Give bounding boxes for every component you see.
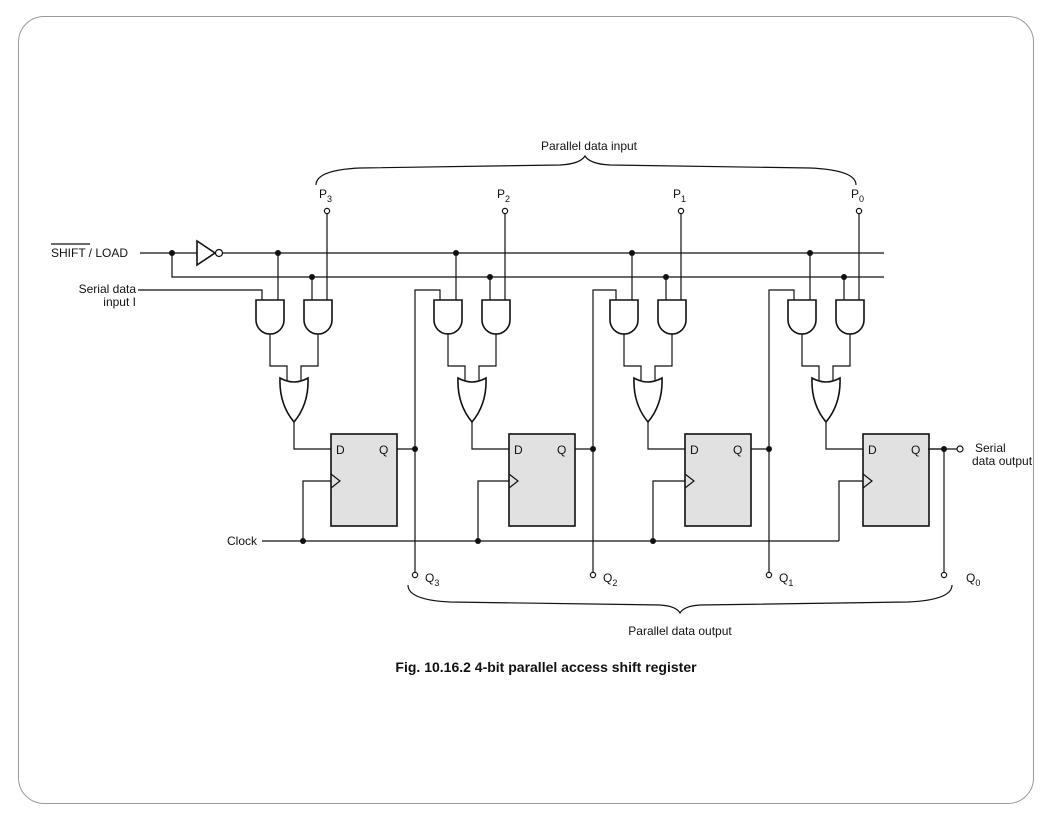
parallel-input-terminal xyxy=(677,207,685,215)
parallel-output-label: Parallel data output xyxy=(628,624,732,638)
parallel-input-p2-label: P2 xyxy=(497,187,510,204)
and-gate-parallel xyxy=(835,299,865,335)
serial-shift-wire xyxy=(592,289,617,449)
or-to-d-wire xyxy=(471,422,509,450)
or-to-d-wire xyxy=(647,422,685,450)
and-gate-parallel xyxy=(657,299,687,335)
parallel-output-terminal xyxy=(940,571,948,579)
parallel-input-label: Parallel data input xyxy=(541,139,638,153)
and-gate-serial xyxy=(255,299,285,335)
register-stages: P3D Q Q3 P2D Q Q2 P1D Q Q1 P0D Q Q0 xyxy=(255,187,980,588)
clock-edge-icon xyxy=(330,473,341,489)
and-to-or-wire xyxy=(269,334,288,381)
parallel-output-terminal xyxy=(765,571,773,579)
junction-dot xyxy=(300,538,306,544)
parallel-input-brace xyxy=(315,154,857,186)
inverter-icon xyxy=(196,239,217,267)
clock-feed-wire xyxy=(838,480,863,541)
clock-feed-wire xyxy=(652,480,685,541)
true-control-wire xyxy=(171,253,884,278)
and-gate-parallel xyxy=(481,299,511,335)
d-flip-flop xyxy=(508,433,576,527)
and-to-or-wire xyxy=(654,334,673,381)
parallel-input-p0-label: P0 xyxy=(851,187,864,204)
serial-output-label-2: data output xyxy=(972,454,1033,468)
parallel-input-terminal xyxy=(501,207,509,215)
and-to-or-wire xyxy=(447,334,466,381)
parallel-output-q3-label: Q3 xyxy=(425,571,439,588)
parallel-output-q1-label: Q1 xyxy=(779,571,793,588)
ff-d-label: D xyxy=(868,443,877,457)
serial-input-label-1: Serial data xyxy=(79,282,137,296)
serial-shift-wire xyxy=(768,289,795,449)
clock-edge-icon xyxy=(508,473,519,489)
or-gate xyxy=(279,376,309,424)
serial-input-label-2: input I xyxy=(103,295,136,309)
clock-feed-wire xyxy=(302,480,331,541)
ff-q-label: Q xyxy=(911,443,920,457)
and-gate-parallel xyxy=(303,299,333,335)
or-gate xyxy=(633,376,663,424)
parallel-output-q2-label: Q2 xyxy=(603,571,617,588)
d-flip-flop xyxy=(862,433,930,527)
ff-q-label: Q xyxy=(557,443,566,457)
serial-output-terminal xyxy=(956,445,964,453)
and-to-or-wire xyxy=(623,334,642,381)
serial-input-wire xyxy=(138,289,263,300)
serial-shift-wire xyxy=(414,289,441,449)
parallel-input-terminal xyxy=(855,207,863,215)
parallel-output-terminal xyxy=(589,571,597,579)
ff-q-label: Q xyxy=(379,443,388,457)
or-gate xyxy=(457,376,487,424)
clock-feed-wire xyxy=(477,480,509,541)
inverter-bubble xyxy=(214,248,224,258)
clock-edge-icon xyxy=(684,473,695,489)
parallel-output-q0-label: Q0 xyxy=(966,571,980,588)
shift-load-label: SHIFT/ LOAD xyxy=(51,246,128,260)
and-to-or-wire xyxy=(832,334,851,381)
clock-edge-icon xyxy=(862,473,873,489)
ff-d-label: D xyxy=(336,443,345,457)
parallel-input-p1-label: P1 xyxy=(673,187,686,204)
or-gate xyxy=(811,376,841,424)
shift-label: SHIFT xyxy=(51,246,86,260)
d-flip-flop xyxy=(684,433,752,527)
and-gate-serial xyxy=(787,299,817,335)
load-label: / LOAD xyxy=(89,246,129,260)
figure-caption: Fig. 10.16.2 4-bit parallel access shift… xyxy=(395,659,697,675)
or-to-d-wire xyxy=(825,422,863,450)
figure-frame xyxy=(18,16,1034,804)
d-flip-flop xyxy=(330,433,398,527)
ff-d-label: D xyxy=(514,443,523,457)
serial-output-label-1: Serial xyxy=(975,441,1006,455)
ff-d-label: D xyxy=(690,443,699,457)
ff-q-label: Q xyxy=(733,443,742,457)
junction-dot xyxy=(475,538,481,544)
and-gate-serial xyxy=(609,299,639,335)
and-to-or-wire xyxy=(801,334,820,381)
parallel-input-terminal xyxy=(323,207,331,215)
and-to-or-wire xyxy=(300,334,319,381)
and-gate-serial xyxy=(433,299,463,335)
parallel-output-terminal xyxy=(411,571,419,579)
junction-dot xyxy=(650,538,656,544)
clock-label: Clock xyxy=(227,534,258,548)
or-to-d-wire xyxy=(293,422,331,450)
and-to-or-wire xyxy=(478,334,497,381)
parallel-output-brace xyxy=(407,584,953,615)
parallel-input-p3-label: P3 xyxy=(319,187,332,204)
